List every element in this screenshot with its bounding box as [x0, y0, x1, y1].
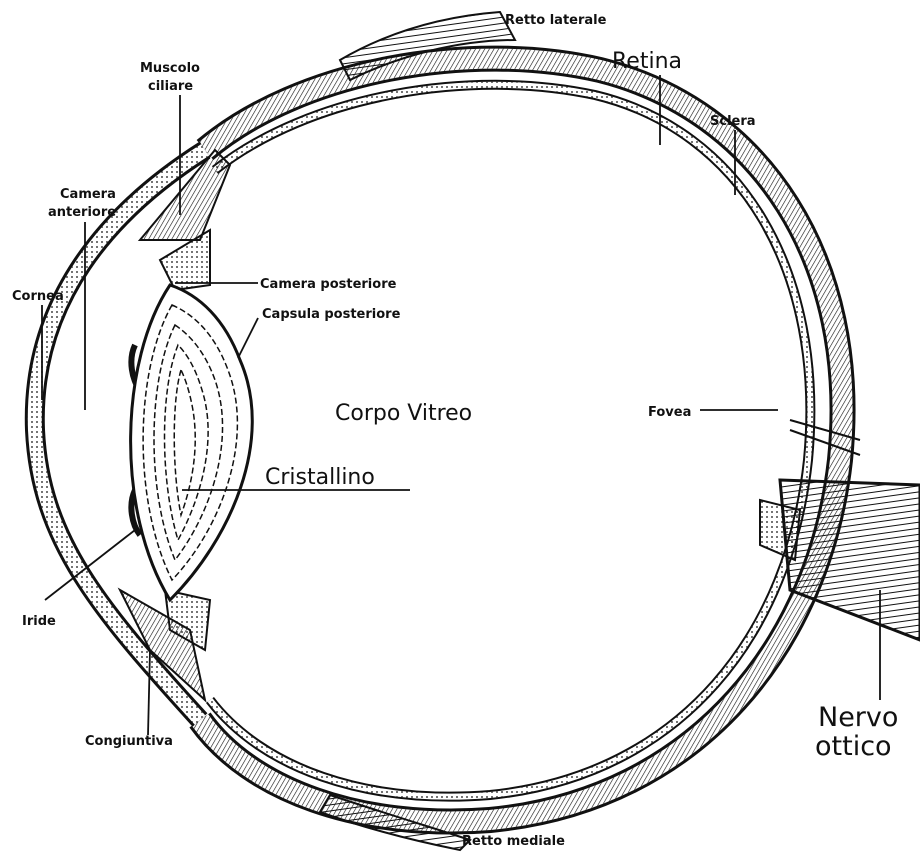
label-congiuntiva: Congiuntiva: [85, 734, 173, 749]
label-muscolo-ciliare-line1: Muscolo: [140, 61, 200, 76]
leader-capsula-posteriore: [238, 318, 258, 358]
label-nervo-ottico-line1: Nervo: [818, 702, 898, 733]
label-camera-anteriore-line1: Camera: [60, 187, 116, 202]
sclera-layer: [200, 59, 843, 822]
label-corpo-vitreo: Corpo Vitreo: [335, 401, 472, 426]
label-cornea: Cornea: [12, 289, 64, 304]
label-iride: Iride: [22, 614, 56, 629]
lens-shape: [131, 285, 253, 600]
label-nervo-ottico-line2: ottico: [815, 731, 892, 762]
label-cristallino: Cristallino: [265, 465, 375, 490]
label-camera-anteriore-line2: anteriore: [48, 205, 116, 220]
label-retina: Retina: [612, 49, 682, 74]
retina-layer: [210, 85, 810, 797]
label-muscolo-ciliare-line2: ciliare: [148, 79, 193, 94]
label-fovea: Fovea: [648, 405, 691, 420]
label-capsula-posteriore: Capsula posteriore: [262, 307, 401, 322]
label-sclera: Sclera: [710, 114, 756, 129]
label-retto-mediale: Retto mediale: [462, 834, 565, 849]
label-camera-posteriore: Camera posteriore: [260, 277, 397, 292]
label-retto-laterale: Retto laterale: [505, 13, 607, 28]
